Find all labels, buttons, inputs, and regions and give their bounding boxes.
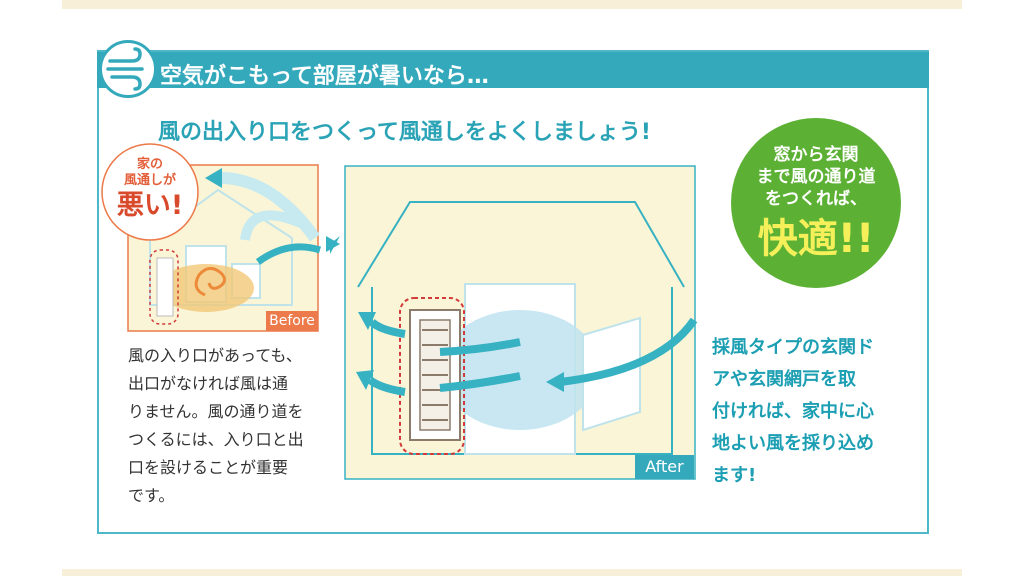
left-description-line: です。 xyxy=(128,486,175,505)
left-description-line: りません。風の通り道を xyxy=(128,402,304,421)
right-description-line: 付ければ、家中に心 xyxy=(712,401,874,422)
right-description-line: ます! xyxy=(712,465,757,486)
callout-highlight: 快適!! xyxy=(757,216,875,262)
left-description-line: つくるには、入り口と出 xyxy=(128,430,304,449)
left-description-line: 口を設けることが重要 xyxy=(128,458,289,477)
callout-line: まで風の通り道 xyxy=(756,167,876,187)
header-title: 空気がこもって部屋が暑いなら… xyxy=(160,64,489,89)
bottom-decor-band xyxy=(62,569,962,576)
left-description-line: 出口がなければ風は通 xyxy=(128,374,289,393)
right-description: 採風タイプの玄関ド アや玄関網戸を取 付ければ、家中に心 地よい風を採り込め ま… xyxy=(712,332,917,492)
transition-arrow xyxy=(326,236,340,252)
before-badge-line1: 家の xyxy=(136,157,163,172)
left-description-line: 風の入り口があっても、 xyxy=(128,346,302,365)
before-badge-line2: 風通しが xyxy=(123,173,176,188)
callout-line: をつくれば、 xyxy=(765,189,867,209)
after-panel xyxy=(344,165,698,480)
right-description-line: アや玄関網戸を取 xyxy=(712,369,856,390)
bad-airflow-badge xyxy=(101,143,199,241)
left-description: 風の入り口があっても、 出口がなければ風は通 りません。風の通り道を つくるには… xyxy=(128,342,324,510)
page-subtitle: 風の出入り口をつくって風通しをよくしましょう! xyxy=(158,120,651,145)
top-decor-band xyxy=(62,0,962,9)
after-label: After xyxy=(635,455,694,479)
right-description-line: 地よい風を採り込め xyxy=(712,433,874,454)
wind-icon xyxy=(99,40,157,98)
comfort-callout: 窓から玄関 まで風の通り道 をつくれば、 快適!! xyxy=(731,118,901,288)
before-label: Before xyxy=(266,311,318,331)
header-bar xyxy=(97,52,929,88)
callout-line: 窓から玄関 xyxy=(773,145,859,165)
right-description-line: 採風タイプの玄関ド xyxy=(712,337,874,358)
before-badge-strong: 悪い! xyxy=(116,190,184,221)
